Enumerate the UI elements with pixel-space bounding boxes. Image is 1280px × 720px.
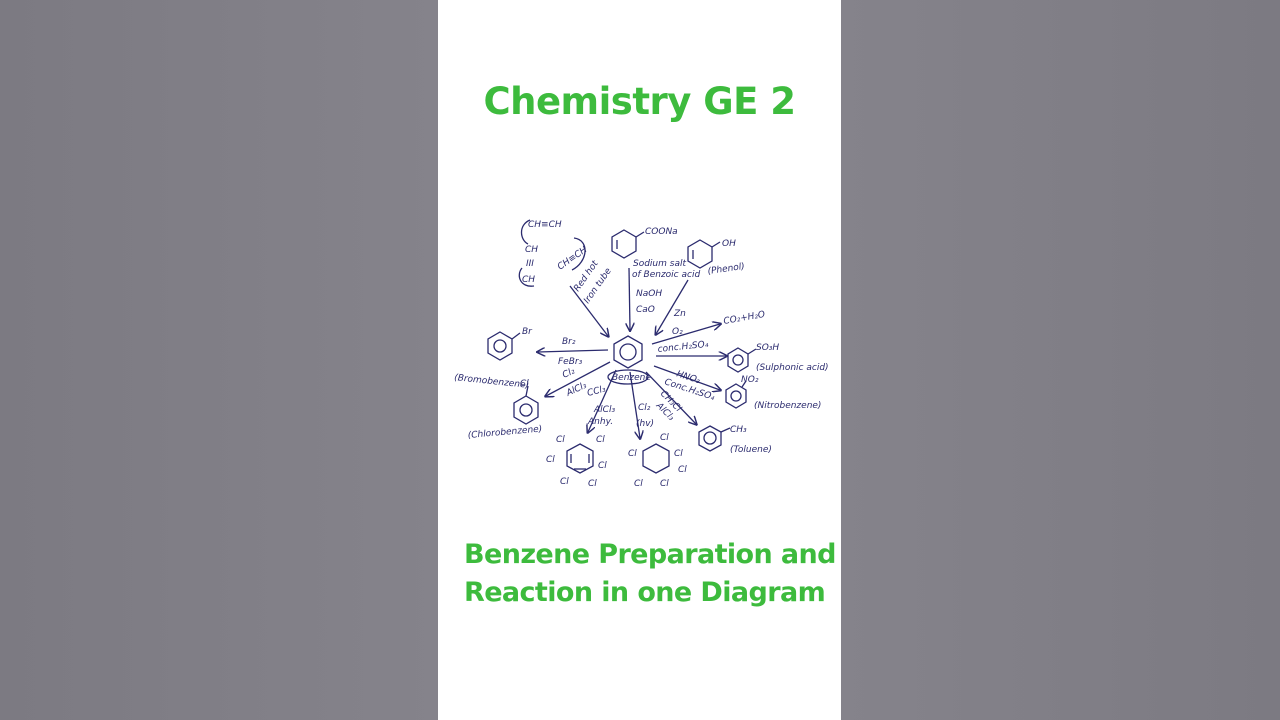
chloro-name: (Chlorobenzene) (467, 425, 542, 441)
chlorine-atom-label: Cl (596, 435, 605, 445)
reagent-anhy: Anhy. (587, 417, 613, 427)
benzene-label-circle (607, 369, 649, 385)
reagent-cl2: Cl₂ (561, 366, 577, 380)
caption: Benzene Preparation and Reaction in one … (464, 536, 836, 612)
nitro-group: NO₂ (741, 375, 759, 385)
reagent-cl2-hv: Cl₂ (638, 403, 651, 413)
toluene-group: CH₃ (730, 425, 747, 435)
co2-product: CO₂+H₂O (723, 310, 766, 327)
acetylene-structure: CH≡CH CH III CH CH≡CH (518, 219, 589, 287)
hexachloro-ring (566, 443, 594, 474)
sulphonic-name: (Sulphonic acid) (756, 363, 829, 373)
page-title: Chemistry GE 2 (483, 80, 796, 123)
phenol-name: (Phenol) (707, 262, 745, 277)
chlorine-atom-label: Cl (678, 465, 687, 475)
reagent-febr3: FeBr₃ (558, 357, 583, 367)
arrow-toluene (645, 371, 696, 424)
sodium-benzoate-ring (611, 229, 645, 259)
arrow-acetylene (569, 285, 608, 336)
chlorine-atom-label: Cl (674, 449, 683, 459)
reagent-alcl3-b: AlCl₃ (564, 381, 589, 400)
chlorine-atom-label: III (526, 259, 534, 269)
chlorine-atom-label: Cl (628, 449, 637, 459)
benzene-label: Benzene (612, 373, 651, 383)
bhc-ring (642, 443, 670, 474)
chlorine-atom-label: Cl (588, 479, 597, 489)
bromo-group: Br (522, 327, 533, 337)
nitro-ring (725, 380, 747, 409)
chlorine-atom-label: Cl (546, 455, 555, 465)
arrow-bhc (629, 371, 640, 438)
reagent-zn: Zn (673, 309, 686, 319)
right-blur-background (841, 0, 1280, 720)
caption-line-1: Benzene Preparation and (464, 539, 836, 570)
phenol-ring (687, 239, 721, 269)
chloro-group: Cl (520, 379, 529, 389)
chloro-ring (513, 385, 539, 425)
reagent-naoh: NaOH (636, 289, 662, 299)
benzene-reaction-diagram: Benzene CH≡CH CH III CH CH≡CH Red hot Ir… (454, 219, 829, 489)
bromo-name: (Bromobenzene) (454, 373, 530, 391)
chlorine-atom-label: CH≡CH (528, 220, 562, 230)
arrow-co2 (651, 324, 720, 345)
sulphonic-group: SO₃H (756, 343, 779, 353)
chlorine-atom-label: Cl (660, 433, 669, 443)
arrow-hexachloro (588, 369, 617, 432)
chlorine-atom-label: Cl (556, 435, 565, 445)
bromo-ring (487, 331, 521, 361)
chlorine-atom-label: Cl (598, 461, 607, 471)
chlorine-atom-label: CH (522, 275, 535, 285)
arrow-bromo (538, 350, 609, 352)
caption-line-2: Reaction in one Diagram (464, 577, 826, 608)
reagent-cao: CaO (636, 305, 655, 315)
nitro-name: (Nitrobenzene) (754, 401, 821, 411)
chlorine-atom-label: CH (525, 245, 538, 255)
toluene-name: (Toluene) (730, 445, 772, 455)
video-panel: Chemistry GE 2 Benzene CH≡CH CH III CH C… (438, 0, 841, 720)
reagent-hv: (hv) (636, 419, 654, 429)
reagent-conc-h2so4: conc.H₂SO₄ (657, 340, 709, 355)
arrow-nitro (653, 365, 720, 390)
sodium-benzoate-name-2: of Benzoic acid (632, 270, 700, 280)
arrow-chloro (546, 361, 611, 396)
reagent-br2: Br₂ (562, 337, 576, 347)
sodium-benzoate-name-1: Sodium salt (633, 259, 686, 269)
arrow-phenol (656, 279, 689, 334)
chlorine-atom-label: Cl (660, 479, 669, 489)
reagent-alcl3-c: AlCl₃ (593, 405, 615, 415)
reagent-ccl3: CCl₃ (586, 384, 607, 399)
reagent-o2: O₂ (672, 327, 683, 337)
arrow-sodium-benzoate (629, 267, 630, 330)
phenol-group: OH (722, 239, 736, 249)
chlorine-atom-label: Cl (560, 477, 569, 487)
chlorine-atom-label: Cl (634, 479, 643, 489)
sodium-benzoate-group: COONa (645, 227, 678, 237)
sulphonic-ring (727, 347, 757, 373)
toluene-ring (698, 425, 731, 452)
central-benzene-ring (613, 335, 643, 369)
left-blur-background (0, 0, 438, 720)
